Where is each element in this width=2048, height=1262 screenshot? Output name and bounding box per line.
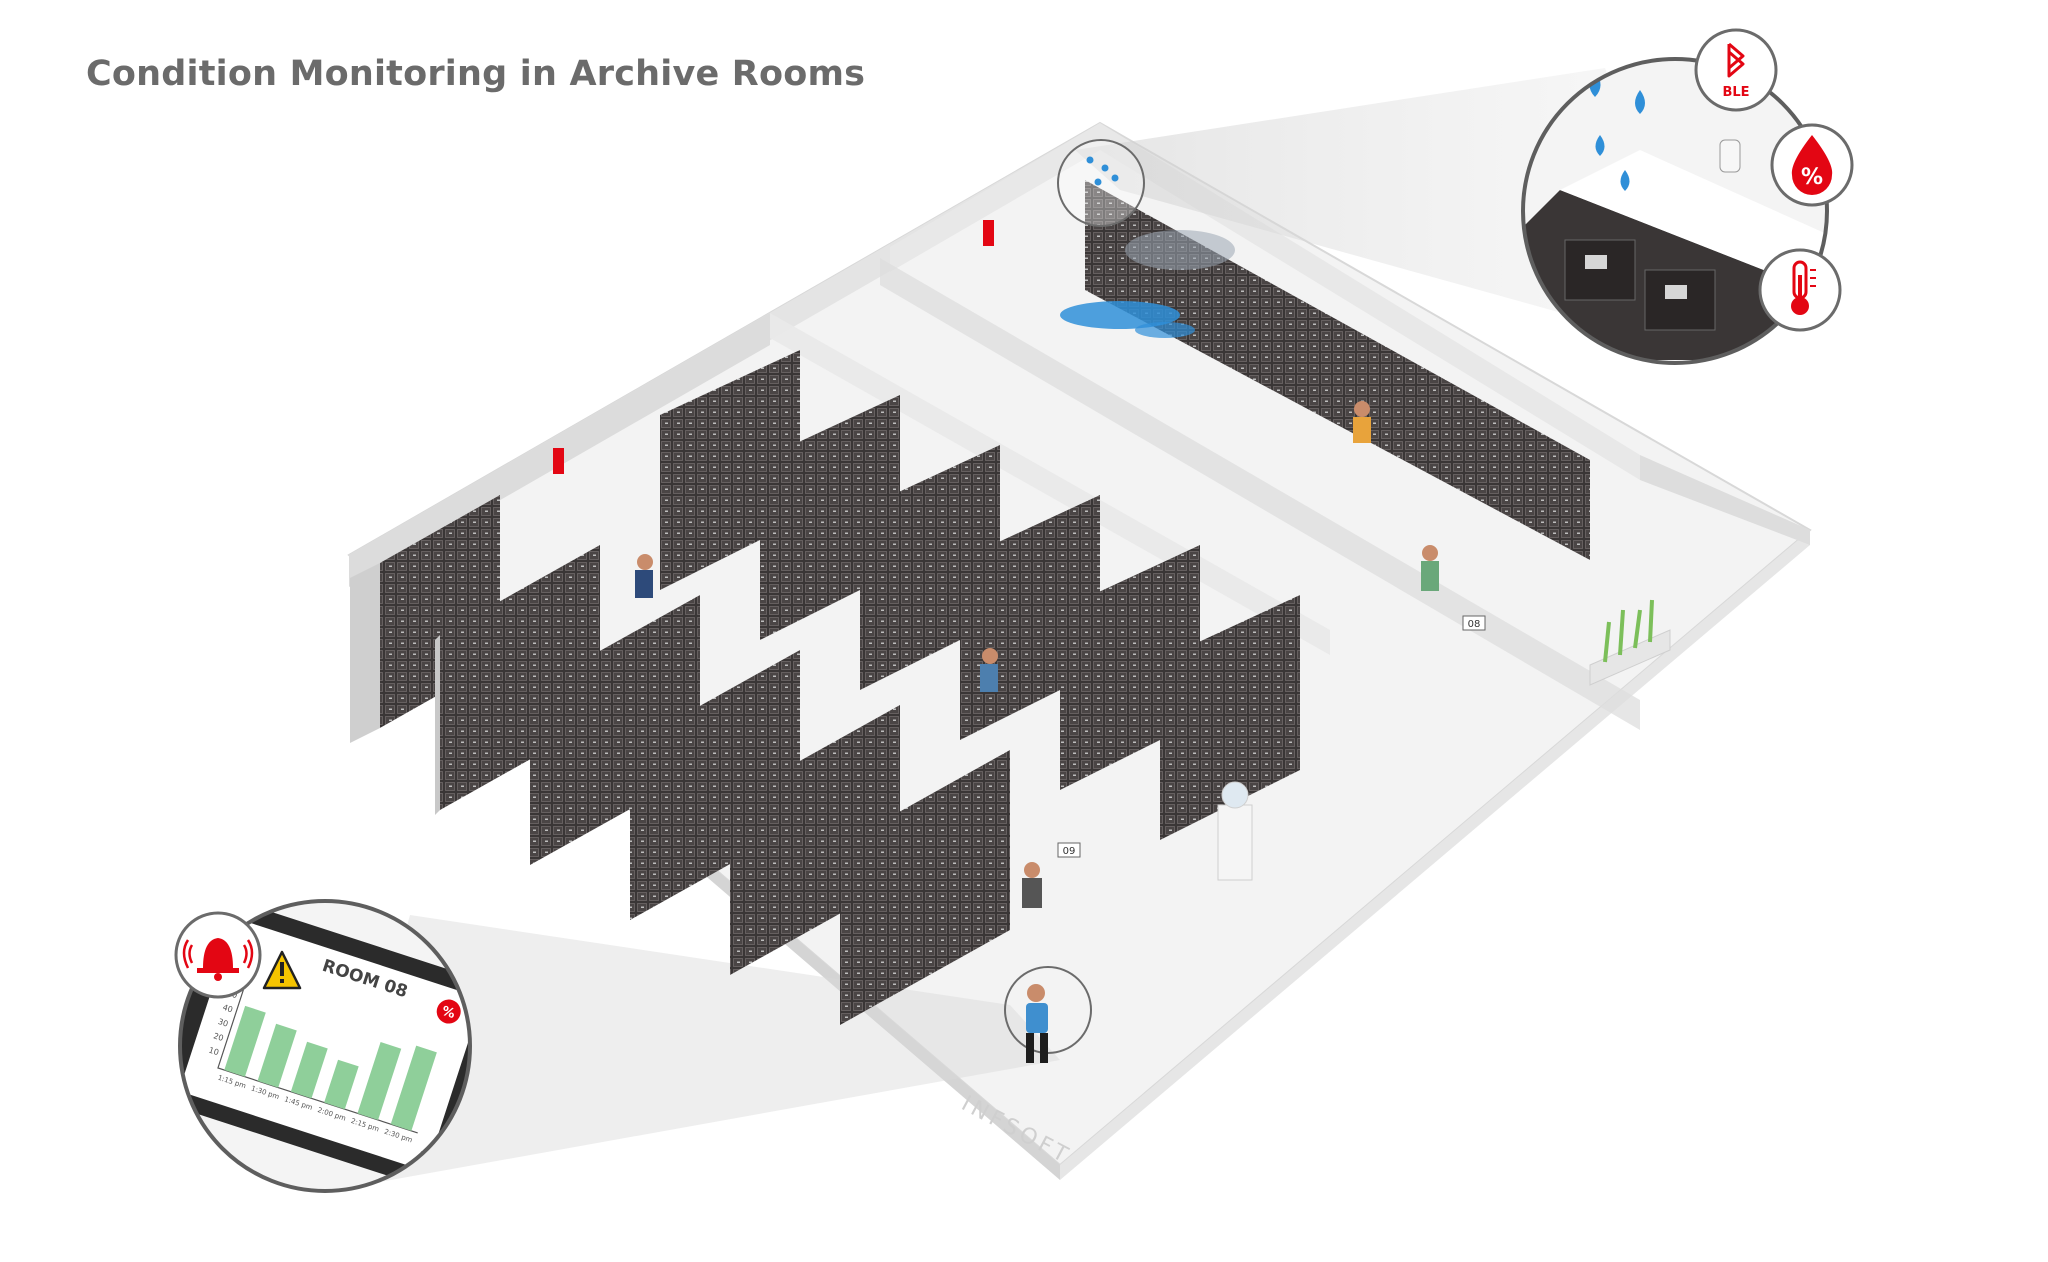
room-number-plates: 08 09 [1057,615,1486,858]
leak-highlight [1057,139,1145,227]
humidity-label: % [1801,165,1823,190]
y-tick-label: 40 [221,1003,233,1015]
y-tick-label: 10 [208,1046,220,1058]
tablet-humidity-badge [436,999,461,1024]
water-leak [1060,230,1235,338]
ble-label: BLE [1722,85,1749,100]
plant-box [1589,599,1671,686]
alarm-badge [174,911,262,999]
room-label-09: 09 [1063,846,1076,857]
humidity-bar [324,1059,359,1110]
fire-extinguisher-icon [983,220,994,246]
y-tick-label: 30 [217,1017,229,1029]
water-cooler [1217,781,1253,881]
humidity-bar [290,1041,328,1099]
humidity-icon [1791,135,1833,195]
warning-icon [262,950,302,990]
workers [635,401,1439,908]
room-label-08: 08 [1468,619,1481,630]
alarm-bell-icon [182,938,254,981]
y-tick-label: 20 [212,1031,224,1043]
thermometer-badge [1758,248,1842,332]
tablet-humidity-label: % [440,1004,457,1022]
cabinet-rows [350,180,1590,1025]
humidity-badge: % [1770,123,1854,207]
humidity-bar [390,1045,437,1131]
humidity-bar [257,1023,297,1088]
tablet-user-highlight [1004,966,1092,1063]
fire-extinguisher-icon [553,448,564,474]
humidity-bar [224,1005,266,1077]
alert-callout: ROOM 08 % % 706050403020101:15 pm1:30 pm… [174,899,472,1193]
thermometer-icon [1791,260,1816,315]
humidity-bar [357,1041,402,1121]
bluetooth-icon [1727,42,1745,78]
sensor-callout: BLE % [1521,28,1854,365]
ble-badge: BLE [1694,28,1778,112]
page-title: Condition Monitoring in Archive Rooms [86,54,866,94]
tablet-beam [335,915,1060,1190]
tablet-chart-axes [217,967,418,1134]
